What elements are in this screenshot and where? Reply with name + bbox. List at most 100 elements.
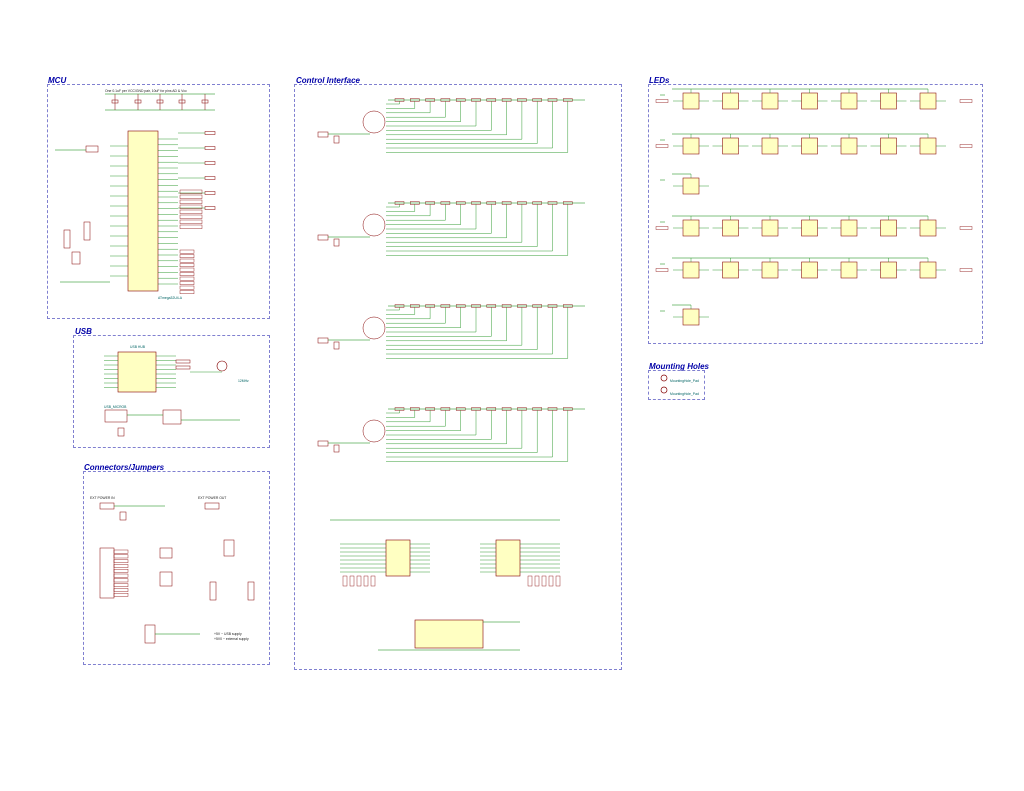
ws2812b-led: [682, 308, 700, 326]
net-label-box: [113, 593, 129, 597]
mounting-section: [648, 370, 705, 400]
ws2812b-led: [682, 177, 700, 195]
led-din-label: [655, 226, 669, 230]
net-label-box: [113, 583, 129, 587]
ws2812b-led: [801, 92, 818, 110]
net-label-box: [179, 272, 195, 276]
ws2812b-led: [682, 261, 700, 279]
mcu-decoupling-note: One 0.1uF per VCC/GND pair, 10uF for pin…: [105, 89, 187, 93]
net-label-box: [179, 204, 203, 209]
jumper-block: [247, 581, 255, 601]
net-label-box: [179, 214, 203, 219]
mcu-resistor: [204, 176, 216, 180]
rotary-switch: [362, 419, 386, 443]
usb-hub-chip: [117, 351, 157, 393]
ws2812b-led: [880, 92, 897, 110]
leds-section: [648, 84, 983, 344]
ws2812b-led: [682, 92, 700, 110]
net-label-box: [179, 209, 203, 214]
ws2812b-led: [880, 261, 897, 279]
mcu-resistor: [204, 131, 216, 135]
ws2812b-led: [761, 137, 779, 155]
net-label-box: [317, 440, 329, 447]
net-label-box: [179, 267, 195, 272]
rotary-capacitor: [333, 135, 340, 144]
reset-switch: [85, 145, 99, 153]
led-din-label: [655, 99, 669, 103]
pulldown-resistor: [370, 575, 376, 587]
net-label-box: [179, 290, 195, 294]
ext-power-out-connector: [204, 502, 220, 510]
prog-header: [144, 624, 156, 644]
ws2812b-led: [682, 219, 700, 237]
net-label-box: [179, 281, 195, 285]
connectors-title: Connectors/Jumpers: [84, 463, 165, 472]
usb-crystal-symbol: [216, 360, 228, 372]
usb-hub-label: USB HUB: [130, 345, 146, 349]
decoupling-capacitor: [156, 99, 164, 104]
usb-section: [73, 335, 270, 448]
led-din-label: [655, 268, 669, 272]
rotary-capacitor: [333, 444, 340, 453]
ext-power-capacitor: [119, 511, 127, 521]
usb-resistor: [175, 365, 191, 370]
mounting-title: Mounting Holes: [649, 362, 709, 371]
connector-block: [83, 221, 91, 241]
mcu-resistor: [204, 191, 216, 195]
mcu-crystal: [71, 251, 81, 265]
net-label-box: [113, 554, 129, 559]
connector-block: [63, 229, 71, 249]
usb-capacitor: [117, 427, 125, 437]
ws2812b-led: [761, 261, 779, 279]
mcu-resistor: [204, 161, 216, 165]
jumper-block: [209, 581, 217, 601]
pulldown-resistor: [555, 575, 561, 587]
net-label-box: [179, 189, 203, 194]
encoder-connector: [223, 539, 235, 557]
ws2812b-led: [722, 261, 739, 279]
net-label-box: [317, 234, 329, 241]
mcu-resistor: [204, 206, 216, 210]
usb-micro-label: USB_MICROB: [104, 405, 127, 409]
pulldown-resistor: [527, 575, 533, 587]
pulldown-resistor: [356, 575, 362, 587]
ws2812b-led: [840, 219, 858, 237]
mcu-chip-body: [127, 130, 159, 292]
leds-title: LEDs: [649, 76, 670, 85]
net-label-box: [179, 224, 203, 229]
mcu-title: MCU: [48, 76, 67, 85]
rotary-capacitor: [333, 341, 340, 350]
control-section: [294, 84, 622, 670]
ext-power-in-connector: [99, 502, 115, 510]
ws2812b-led: [880, 219, 897, 237]
ws2812b-led: [919, 261, 937, 279]
led-din-label: [655, 144, 669, 148]
ws2812b-led: [722, 92, 739, 110]
net-label-box: [113, 559, 129, 563]
decoupling-capacitor: [178, 99, 186, 104]
ws2812b-led: [722, 137, 739, 155]
net-label-box: [179, 263, 195, 267]
net-label-box: [113, 569, 129, 573]
usb-header: [162, 409, 182, 425]
control-title: Control Interface: [296, 76, 361, 85]
net-label-box: [179, 254, 195, 258]
net-label-box: [113, 573, 129, 578]
ext-power-out-label: EXT POWER OUT: [198, 496, 227, 500]
ws2812b-led: [919, 137, 937, 155]
mounting-hole-1-label: MountingHole_Pad: [670, 379, 699, 383]
pulldown-resistor: [363, 575, 369, 587]
rotary-capacitor: [333, 238, 340, 247]
ws2812b-led: [801, 219, 818, 237]
toggle-chip-right: [495, 539, 521, 577]
led-dout-label: [959, 226, 973, 230]
rotary-switch: [362, 110, 386, 134]
rotary-switch: [362, 316, 386, 340]
led-dout-label: [959, 268, 973, 272]
net-label-box: [113, 588, 129, 592]
mcu-resistor: [204, 146, 216, 150]
ws2812b-led: [840, 137, 858, 155]
pulldown-resistor: [349, 575, 355, 587]
